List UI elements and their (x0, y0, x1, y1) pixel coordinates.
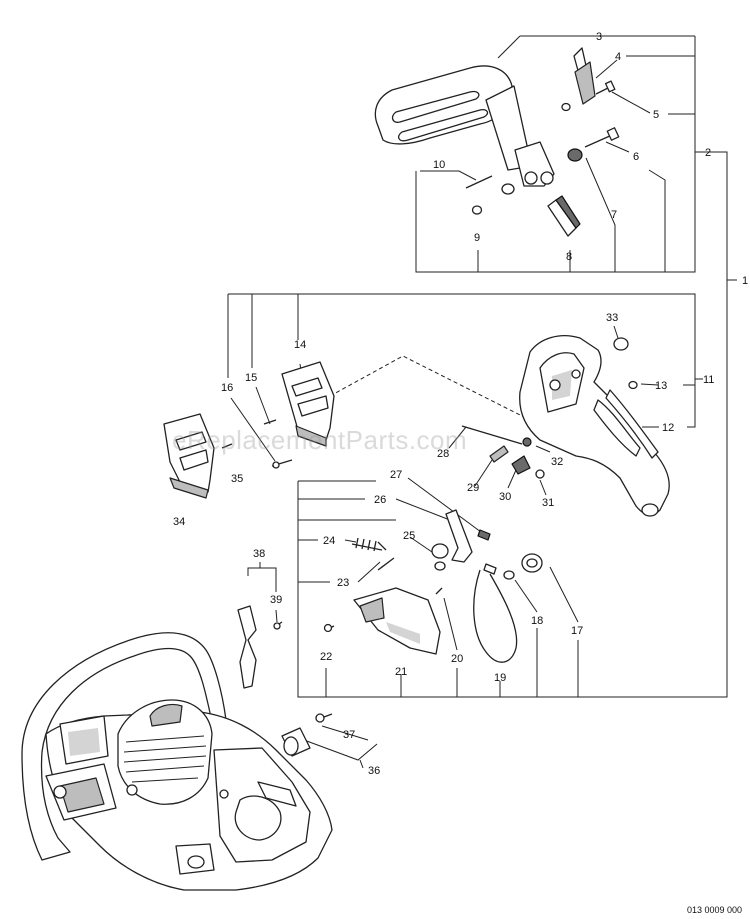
bracket-lines (227, 35, 737, 769)
callout-33: 33 (606, 312, 618, 324)
callout-10: 10 (433, 159, 445, 171)
callout-13: 13 (655, 380, 667, 392)
callout-34: 34 (173, 516, 185, 528)
callout-3: 3 (596, 31, 602, 43)
guard-plates (163, 361, 335, 499)
callout-4: 4 (615, 51, 621, 63)
callout-5: 5 (653, 109, 659, 121)
callout-1: 1 (742, 275, 748, 287)
chain-catcher (237, 605, 283, 689)
callout-7: 7 (611, 209, 617, 221)
callout-18: 18 (531, 615, 543, 627)
callout-14: 14 (294, 339, 306, 351)
callout-23: 23 (337, 577, 349, 589)
callout-28: 28 (437, 448, 449, 460)
callout-19: 19 (494, 672, 506, 684)
callout-11: 11 (703, 374, 714, 386)
callout-35: 35 (231, 473, 243, 485)
callout-9: 9 (474, 232, 480, 244)
callout-15: 15 (245, 372, 257, 384)
brake-housing-assembly (519, 335, 670, 517)
callout-26: 26 (374, 494, 386, 506)
callout-8: 8 (566, 251, 572, 263)
callout-6: 6 (633, 151, 639, 163)
hand-guard-assembly (374, 47, 620, 237)
callout-12: 12 (662, 422, 674, 434)
callout-29: 29 (467, 482, 479, 494)
callout-2: 2 (705, 147, 711, 159)
callout-27: 27 (390, 469, 402, 481)
callout-21: 21 (395, 666, 407, 678)
brake-small-parts (461, 425, 545, 479)
callout-32: 32 (551, 456, 563, 468)
diagram-code: 013 0009 000 (686, 905, 742, 915)
callout-36: 36 (368, 765, 380, 777)
callout-39: 39 (270, 594, 282, 606)
callout-30: 30 (499, 491, 511, 503)
callout-16: 16 (221, 382, 233, 394)
callout-38: 38 (253, 548, 265, 560)
engine-body (21, 632, 333, 891)
callout-20: 20 (451, 653, 463, 665)
callout-labels: 1 2 3 4 5 6 7 8 9 10 11 12 13 14 15 16 1… (173, 31, 748, 777)
watermark: eReplacementParts.com (172, 425, 468, 455)
callout-25: 25 (403, 530, 415, 542)
callout-22: 22 (320, 651, 332, 663)
callout-37: 37 (343, 729, 355, 741)
callout-17: 17 (571, 625, 583, 637)
chain-brake-parts (323, 509, 543, 663)
callout-24: 24 (323, 535, 335, 547)
callout-31: 31 (542, 497, 554, 509)
